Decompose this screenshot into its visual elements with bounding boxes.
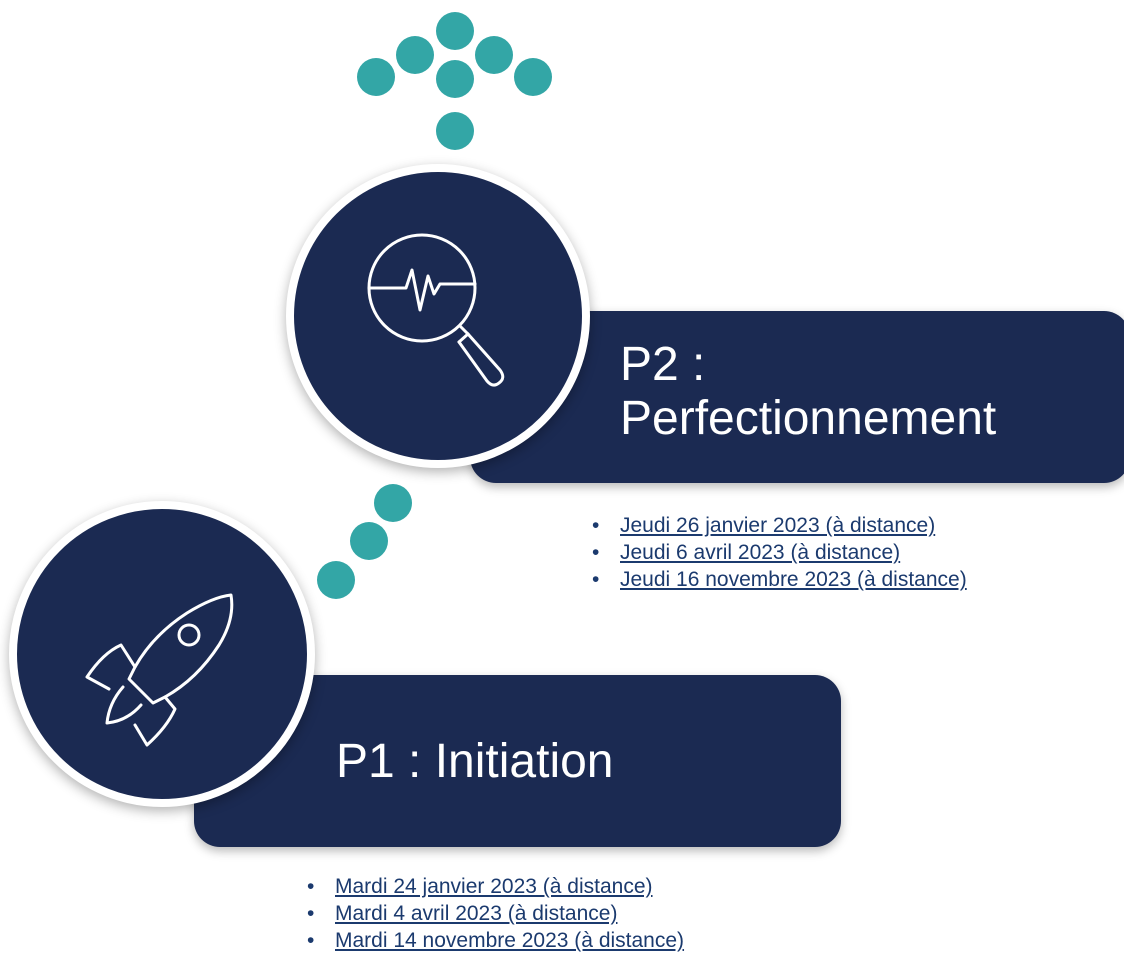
p2-circle — [286, 164, 590, 468]
list-item: Mardi 14 novembre 2023 (à distance) — [307, 927, 684, 954]
arrow-dot — [475, 36, 513, 74]
p2-title-line1: P2 : — [620, 338, 706, 391]
arrow-dot — [396, 36, 434, 74]
arrow-dot — [514, 58, 552, 96]
list-item: Jeudi 16 novembre 2023 (à distance) — [592, 566, 967, 593]
magnifier-pulse-icon — [367, 233, 505, 387]
arrow-dot — [436, 12, 474, 50]
arrow-dot — [436, 112, 474, 150]
arrow-dot — [357, 58, 395, 96]
arrow-dot — [436, 60, 474, 98]
p2-date-link[interactable]: Jeudi 16 novembre 2023 (à distance) — [620, 568, 967, 591]
list-item: Jeudi 26 janvier 2023 (à distance) — [592, 512, 967, 539]
p2-title-line2: Perfectionnement — [620, 392, 997, 445]
p2-date-link[interactable]: Jeudi 26 janvier 2023 (à distance) — [620, 514, 936, 537]
p1-date-list: Mardi 24 janvier 2023 (à distance) Mardi… — [307, 873, 684, 954]
p1-date-link[interactable]: Mardi 24 janvier 2023 (à distance) — [335, 875, 653, 898]
p2-date-link[interactable]: Jeudi 6 avril 2023 (à distance) — [620, 541, 901, 564]
list-item: Mardi 24 janvier 2023 (à distance) — [307, 873, 684, 900]
p1-date-link[interactable]: Mardi 14 novembre 2023 (à distance) — [335, 929, 685, 952]
connector-dot — [374, 484, 412, 522]
p1-date-link[interactable]: Mardi 4 avril 2023 (à distance) — [335, 902, 618, 925]
p2-title: P2 : Perfectionnement — [620, 338, 996, 446]
p2-date-list: Jeudi 26 janvier 2023 (à distance) Jeudi… — [592, 512, 967, 593]
list-item: Jeudi 6 avril 2023 (à distance) — [592, 539, 967, 566]
connector-dot — [317, 561, 355, 599]
p1-title: P1 : Initiation — [336, 735, 614, 788]
p1-circle — [9, 501, 315, 807]
rocket-icon — [85, 593, 234, 747]
connector-dot — [350, 522, 388, 560]
list-item: Mardi 4 avril 2023 (à distance) — [307, 900, 684, 927]
